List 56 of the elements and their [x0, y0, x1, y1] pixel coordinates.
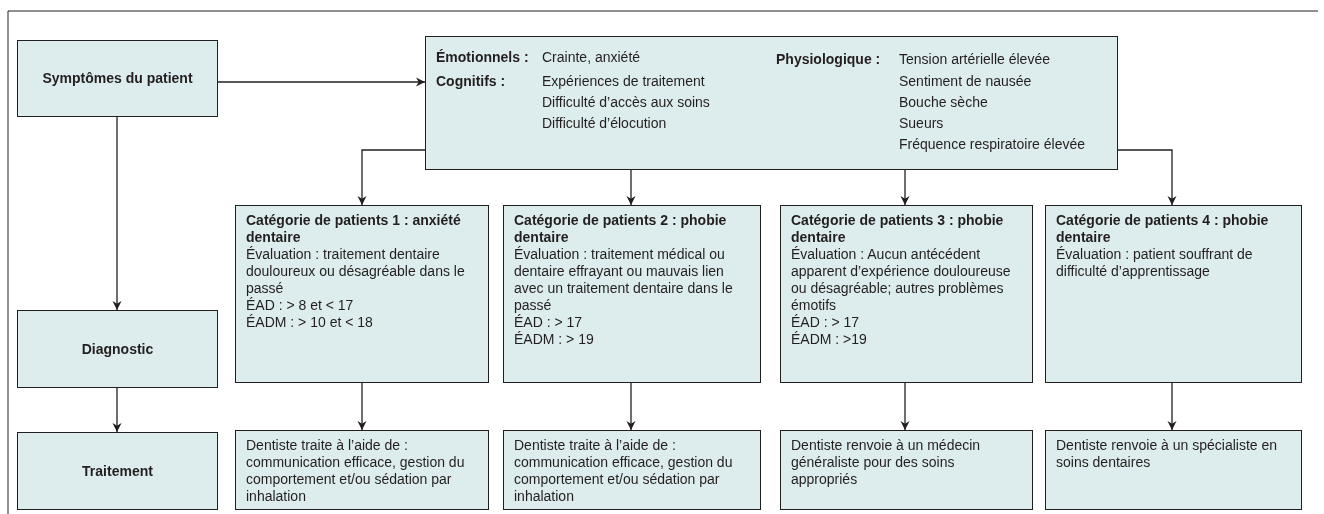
symptom-text: Difficulté d’accès aux soins [542, 94, 710, 111]
arrow [357, 382, 367, 431]
category-text: Évaluation : patient souffrant de difficulté d’apprentissage [1056, 246, 1254, 280]
arrow [900, 169, 910, 206]
category-text: ÉAD : > 17 [514, 314, 584, 331]
category-heading: Catégorie de patients 4 : phobie dentaire [1056, 212, 1270, 246]
category-box [235, 205, 489, 383]
category-text: ÉADM : >19 [791, 331, 868, 348]
arrow [1117, 149, 1177, 206]
category-text: ÉADM : > 19 [514, 331, 595, 348]
symptom-heading: Physiologique : [776, 51, 881, 68]
arrow [112, 387, 122, 433]
category-text: Évaluation : traitement dentaire douloureux ou désagréable dans le passé [246, 246, 466, 297]
stage-label: Symptômes du patient [42, 70, 193, 87]
arrow [1167, 382, 1177, 431]
stage-label: Diagnostic [81, 340, 154, 358]
category-text: Évaluation : Aucun antécédent apparent d’expérience douloureuse ou désagréable; autres problèmes émotifs [791, 246, 1012, 314]
symptom-heading: Émotionnels : [436, 49, 529, 66]
stage-box [17, 310, 218, 388]
stage-box [17, 40, 218, 117]
treatment-box [235, 430, 489, 510]
category-heading: Catégorie de patients 3 : phobie dentaire [791, 212, 1005, 246]
symptom-heading: Cognitifs : [436, 73, 506, 90]
treatment-text: Dentiste traite à l’aide de : communication efficace, gestion du comportement et/ou sédation par inhalation [246, 437, 466, 505]
treatment-text: Dentiste traite à l’aide de : communication efficace, gestion du comportement et/ou sédation par inhalation [514, 437, 734, 505]
symptom-text: Sentiment de nausée [899, 73, 1032, 90]
arrow [626, 382, 636, 431]
category-box [1045, 205, 1302, 383]
category-text: ÉADM : > 10 et < 18 [246, 314, 374, 331]
stage-label: Traitement [82, 462, 153, 480]
category-heading: Catégorie de patients 2 : phobie dentaire [514, 212, 728, 246]
category-box [780, 205, 1033, 383]
arrow [900, 382, 910, 431]
treatment-text: Dentiste renvoie à un spécialiste en soins dentaires [1056, 437, 1279, 471]
symptom-text: Bouche sèche [899, 94, 988, 111]
treatment-box [1045, 430, 1302, 510]
arrow [626, 169, 636, 206]
symptom-text: Crainte, anxiété [542, 49, 641, 66]
category-text: ÉAD : > 17 [791, 314, 861, 331]
symptom-text: Difficulté d’élocution [542, 115, 667, 132]
arrow [217, 77, 426, 87]
symptom-text: Tension artérielle élevée [899, 51, 1050, 68]
arrow [357, 149, 426, 206]
symptom-text: Sueurs [899, 115, 944, 132]
category-box [503, 205, 761, 383]
arrow [112, 116, 122, 311]
category-heading: Catégorie de patients 1 : anxiété dentaire [246, 212, 462, 246]
treatment-box [780, 430, 1033, 510]
symptom-text: Fréquence respiratoire élevée [899, 136, 1085, 153]
treatment-box [503, 430, 761, 510]
stage-box [17, 432, 218, 510]
treatment-text: Dentiste renvoie à un médecin généraliste pour des soins appropriés [791, 437, 982, 488]
symptom-box [425, 36, 1118, 170]
symptom-text: Expériences de traitement [542, 73, 705, 90]
category-text: Évaluation : traitement médical ou dentaire effrayant ou mauvais lien avec un traitement dentaire dans le passé [514, 246, 734, 314]
category-text: ÉAD : > 8 et < 17 [246, 297, 355, 314]
